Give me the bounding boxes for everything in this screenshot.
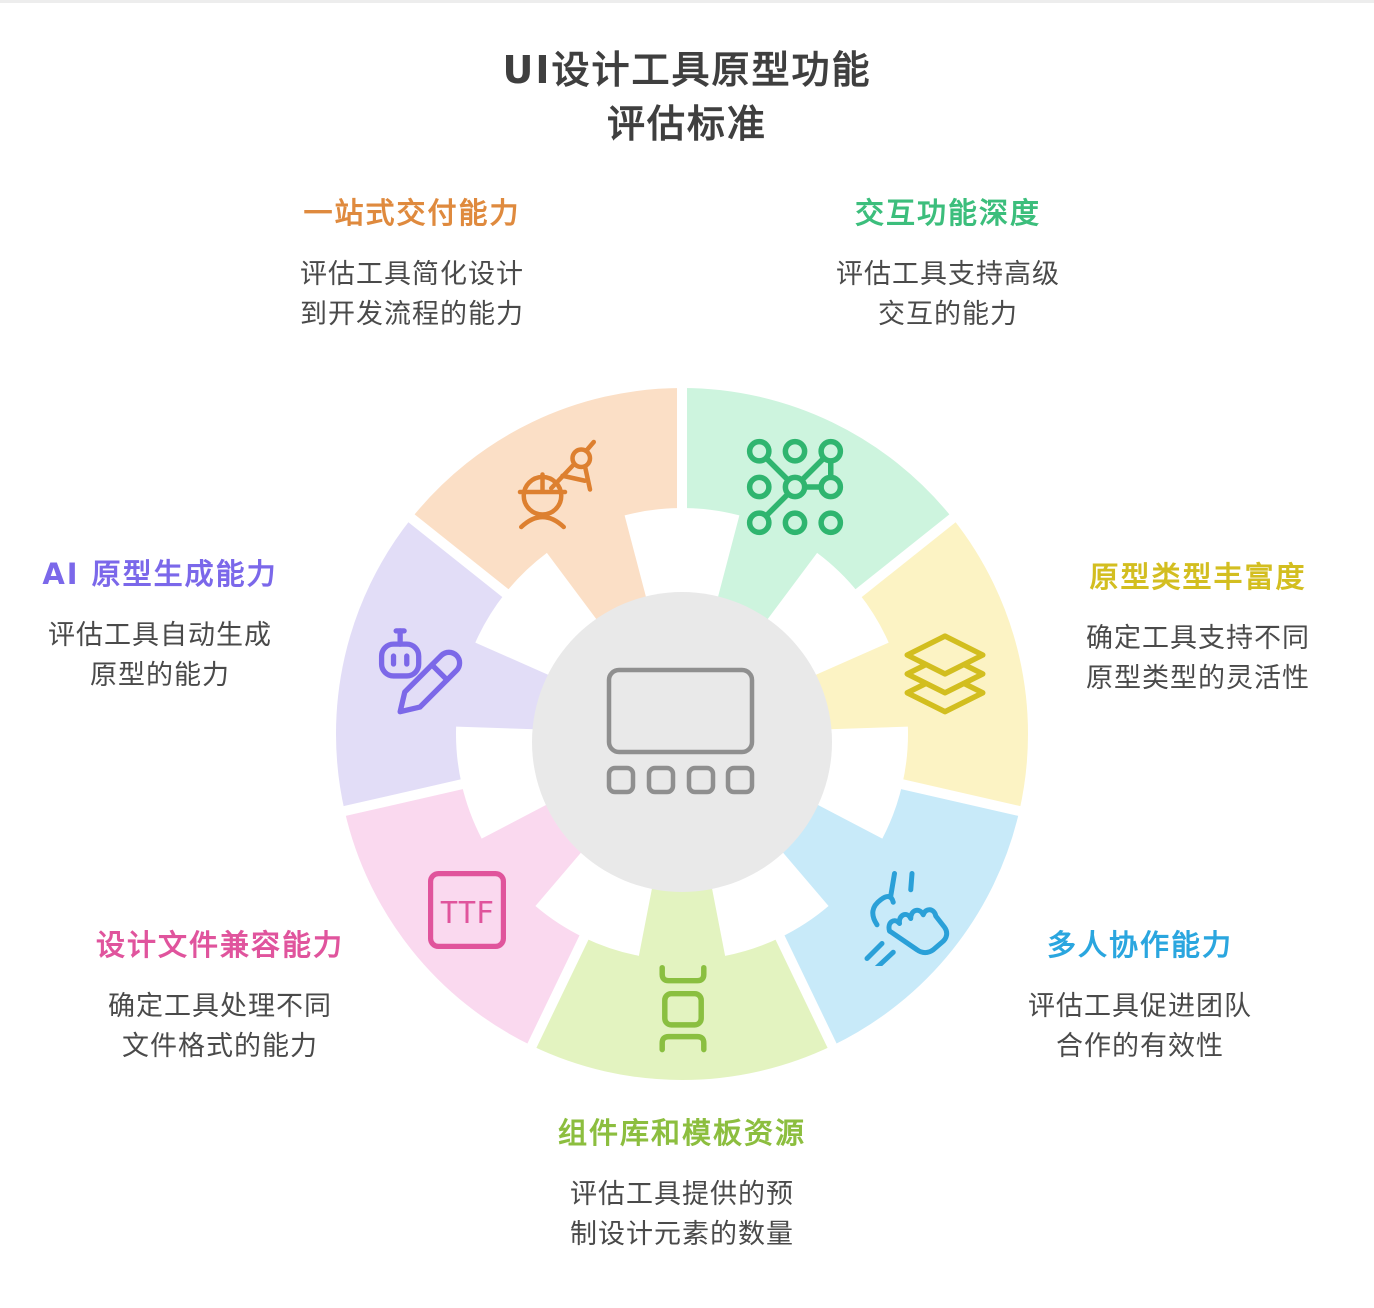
label-components-desc: 评估工具提供的预 制设计元素的数量	[472, 1175, 892, 1256]
engineer-compass-icon	[510, 437, 610, 537]
layers-icon	[891, 628, 999, 736]
label-ai-generation: AI 原型生成能力 评估工具自动生成 原型的能力	[0, 557, 340, 697]
label-ai-generation-desc: 评估工具自动生成 原型的能力	[0, 616, 340, 697]
label-interaction: 交互功能深度 评估工具支持高级 交互的能力	[718, 196, 1178, 336]
label-ai-generation-desc2: 原型的能力	[90, 660, 230, 692]
label-interaction-heading: 交互功能深度	[854, 196, 1041, 230]
label-interaction-desc2: 交互的能力	[878, 299, 1018, 331]
hands-icon	[852, 866, 952, 966]
wheel-separator	[402, 509, 520, 606]
label-collaboration: 多人协作能力 评估工具促进团队 合作的有效性	[960, 928, 1320, 1068]
label-components-desc2: 制设计元素的数量	[570, 1219, 794, 1251]
label-collaboration-desc2: 合作的有效性	[1056, 1031, 1224, 1063]
pattern-grid-icon	[740, 432, 850, 542]
label-delivery-heading: 一站式交付能力	[303, 196, 521, 230]
label-interaction-desc: 评估工具支持高级 交互的能力	[718, 255, 1178, 336]
wheel-segment-collaboration	[772, 784, 1020, 1046]
label-ai-generation-heading: AI 原型生成能力	[42, 557, 278, 591]
label-file-compat-desc: 确定工具处理不同 文件格式的能力	[40, 987, 400, 1068]
wheel-separator	[887, 776, 1029, 818]
ttf-icon: TTF	[415, 858, 519, 962]
label-ai-generation-desc1: 评估工具自动生成	[48, 619, 272, 651]
label-interaction-desc1: 评估工具支持高级	[836, 258, 1060, 290]
label-prototype-types-desc2: 原型类型的灵活性	[1086, 663, 1310, 695]
label-prototype-types-heading: 原型类型丰富度	[1089, 560, 1307, 594]
label-components-desc1: 评估工具提供的预	[570, 1178, 794, 1210]
label-delivery-desc1: 评估工具简化设计	[300, 258, 524, 290]
label-prototype-types-desc: 确定工具支持不同 原型类型的灵活性	[1018, 619, 1374, 700]
label-collaboration-heading: 多人协作能力	[1046, 928, 1233, 962]
wheel-segment-components	[531, 871, 833, 1081]
wheel-separator	[769, 922, 841, 1056]
top-edge-divider	[0, 0, 1374, 3]
label-delivery-desc2: 到开发流程的能力	[300, 299, 524, 331]
wheel-separator	[523, 922, 595, 1056]
label-file-compat-desc2: 文件格式的能力	[122, 1031, 318, 1063]
center-hub	[532, 592, 832, 892]
page-title-line1: UI设计工具原型功能	[502, 48, 872, 92]
label-components: 组件库和模板资源 评估工具提供的预 制设计元素的数量	[472, 1116, 892, 1256]
label-collaboration-desc: 评估工具促进团队 合作的有效性	[960, 987, 1320, 1068]
label-file-compat-heading: 设计文件兼容能力	[95, 928, 344, 962]
label-prototype-types-desc1: 确定工具支持不同	[1086, 622, 1310, 654]
label-file-compat-desc1: 确定工具处理不同	[108, 990, 332, 1022]
wheel-separator	[335, 776, 477, 818]
component-icon	[631, 956, 735, 1060]
label-collaboration-desc1: 评估工具促进团队	[1028, 990, 1252, 1022]
page-title: UI设计工具原型功能 评估标准	[0, 44, 1374, 152]
wheel-segment-delivery	[411, 388, 682, 622]
label-delivery: 一站式交付能力 评估工具简化设计 到开发流程的能力	[182, 196, 642, 336]
ttf-icon-label: TTF	[440, 896, 494, 931]
label-components-heading: 组件库和模板资源	[557, 1116, 806, 1150]
wheel-separator	[844, 509, 962, 606]
label-delivery-desc: 评估工具简化设计 到开发流程的能力	[182, 255, 642, 336]
page-title-line2: 评估标准	[606, 101, 767, 146]
robot-pencil-icon	[371, 615, 477, 721]
wheel-segment-file-compat	[344, 784, 592, 1046]
label-prototype-types: 原型类型丰富度 确定工具支持不同 原型类型的灵活性	[1018, 560, 1374, 700]
label-file-compat: 设计文件兼容能力 确定工具处理不同 文件格式的能力	[40, 928, 400, 1068]
device-wireframe-icon	[606, 667, 755, 795]
